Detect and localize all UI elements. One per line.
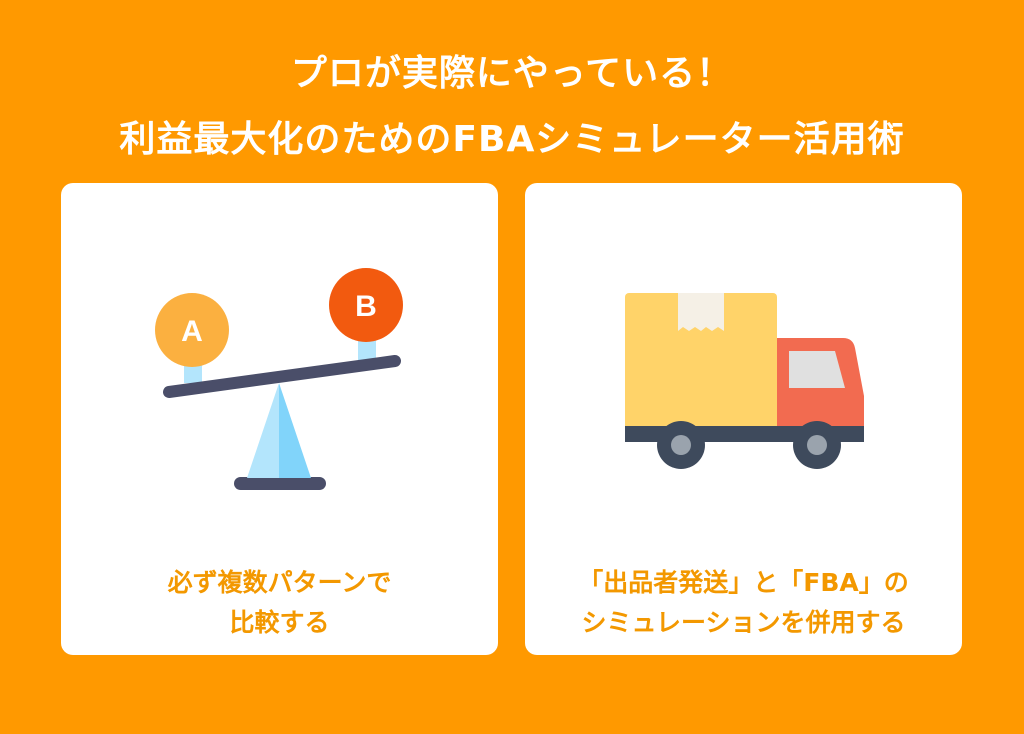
page-title-line1: プロが実際にやっている！ [290, 53, 734, 94]
caption-line2: 比較する [229, 608, 330, 637]
caption-line1: 必ず複数パターンで [167, 568, 392, 597]
page-title-line2: 利益最大化のためのFBAシミュレーター活用術 [119, 119, 905, 160]
card-compare-patterns: A B 必ず複数パターンで 比較する [61, 183, 498, 655]
seesaw-icon: A B [155, 268, 403, 490]
cargo-tape [678, 293, 724, 331]
caption-line1: 「出品者発送」と「FBA」の [578, 568, 909, 597]
caption-line2: シミュレーションを併用する [581, 608, 906, 637]
seesaw-beam [163, 355, 401, 398]
card-caption: 必ず複数パターンで 比較する [61, 563, 498, 643]
card-caption: 「出品者発送」と「FBA」の シミュレーションを併用する [525, 563, 962, 643]
truck-window [789, 351, 845, 388]
wheel-rear-hub [671, 435, 691, 455]
wheel-front-hub [807, 435, 827, 455]
badge-b-label: B [355, 290, 377, 323]
seesaw-support-right [279, 383, 311, 478]
card-combined-simulation: 「出品者発送」と「FBA」の シミュレーションを併用する [525, 183, 962, 655]
badge-b-circle [329, 268, 403, 342]
seesaw-base [234, 477, 326, 490]
cargo-box [625, 293, 777, 433]
badge-a-circle [155, 293, 229, 367]
badge-a-label: A [181, 315, 203, 348]
delivery-truck-icon [625, 293, 864, 469]
seesaw-support-left [247, 383, 279, 478]
